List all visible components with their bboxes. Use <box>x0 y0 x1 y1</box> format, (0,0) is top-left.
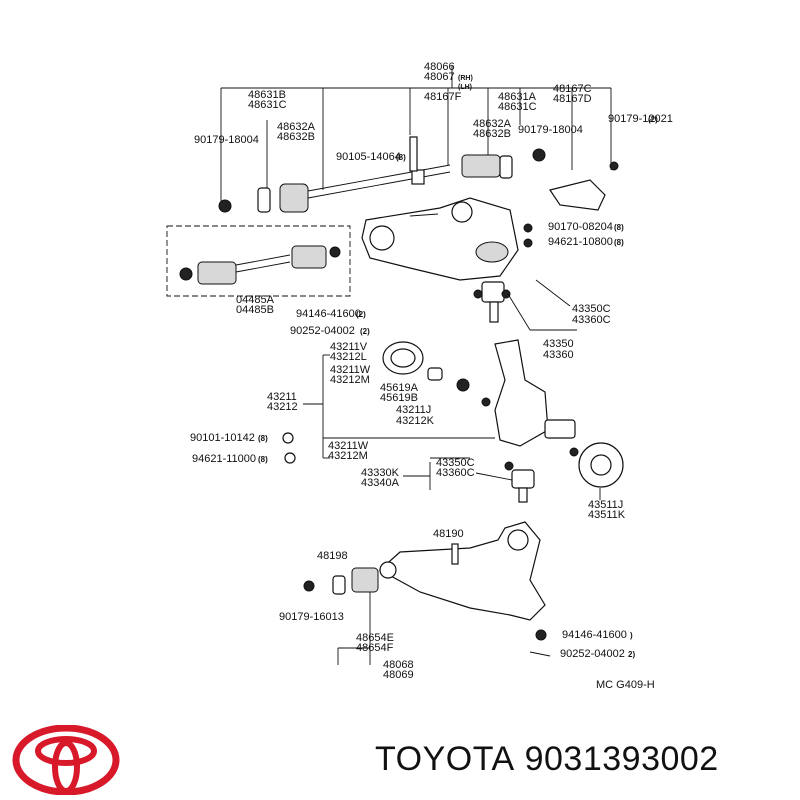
label-48069: 48069 <box>383 669 414 681</box>
label-qty-8: (8) <box>396 153 406 162</box>
inset-box <box>166 225 351 297</box>
label-48632B-right: 48632B <box>473 128 511 140</box>
label-90179-16013: 90179-16013 <box>279 611 344 623</box>
label-43211: 43211 <box>267 391 297 403</box>
label-90179-18004-right: 90179-18004 <box>518 124 583 136</box>
label-48066: 48066 <box>424 61 455 73</box>
label-43212L: 43212L <box>330 351 367 363</box>
label-48654E: 48654E <box>356 632 394 644</box>
upper-ball-joint <box>473 279 577 331</box>
label-qty-8d: (8) <box>258 434 268 443</box>
label-43212K: 43212K <box>396 415 435 427</box>
label-43211W: 43211W <box>330 364 371 376</box>
label-43350C: 43350C <box>572 303 611 315</box>
label-48067: 48067 <box>424 71 455 83</box>
steering-knuckle <box>382 339 624 488</box>
label-90170-08204: 90170-08204 <box>548 221 613 233</box>
label-45619A: 45619A <box>380 382 419 394</box>
label-43360: 43360 <box>543 349 574 361</box>
label-43211V: 43211V <box>330 341 368 353</box>
label-94621-11000: 94621-11000 <box>192 453 256 465</box>
label-43360C: 43360C <box>572 314 611 326</box>
toyota-logo <box>12 725 120 795</box>
label-48068: 48068 <box>383 659 414 671</box>
label-48632A: 48632A <box>277 121 316 133</box>
label-90252-04002: 90252-04002 <box>290 325 355 337</box>
label-qty-8b: (8) <box>614 223 624 232</box>
label-43212: 43212 <box>267 401 298 413</box>
label-48631C-right: 48631C <box>498 101 537 113</box>
label-48198: 48198 <box>317 550 348 562</box>
label-04485B: 04485B <box>236 304 274 316</box>
label-qty-2c: (2) <box>360 327 370 336</box>
label-43211J: 43211J <box>396 404 431 416</box>
label-94146-41600-b: 94146-41600 <box>562 629 627 641</box>
label-90101-10142: 90101-10142 <box>190 432 255 444</box>
label-90252-04002-b: 90252-04002 <box>560 648 625 660</box>
diagram-code: MC G409-H <box>596 679 655 691</box>
label-43350: 43350 <box>543 338 574 350</box>
label-48167F: 48167F <box>424 91 462 103</box>
label-04485A: 04485A <box>236 294 275 306</box>
label-lh: (LH) <box>458 84 472 91</box>
label-48167D: 48167D <box>553 93 592 105</box>
label-90179-12021: 90179-12021 <box>608 113 673 125</box>
label-94621-10800: 94621-10800 <box>548 236 613 248</box>
label-qty-8c: (8) <box>614 238 624 247</box>
label-43212M-b: 43212M <box>328 450 368 462</box>
label-48632B: 48632B <box>277 131 315 143</box>
label-qty-2d: 2) <box>628 650 635 659</box>
label-43511K: 43511K <box>588 509 626 521</box>
label-94146-41600: 94146-41600 <box>296 308 361 320</box>
label-43330K: 43330K <box>361 467 400 479</box>
label-qty-2b: (2) <box>356 310 366 319</box>
label-48167C: 48167C <box>553 83 592 95</box>
label-90105-14064: 90105-14064 <box>336 151 401 163</box>
label-43350C-b: 43350C <box>436 457 475 469</box>
lower-control-arm <box>303 521 551 657</box>
upper-arm-shaft <box>218 136 546 213</box>
label-43211W-b: 43211W <box>328 440 369 452</box>
label-48190: 48190 <box>433 528 464 540</box>
label-43340A: 43340A <box>361 477 400 489</box>
label-45619B: 45619B <box>380 392 418 404</box>
label-43511J: 43511J <box>588 499 623 511</box>
label-qty-8e: (8) <box>258 455 268 464</box>
label-48631A: 48631A <box>498 91 537 103</box>
label-qty-1: ) <box>630 631 633 640</box>
label-rh: (RH) <box>458 75 473 82</box>
label-48631B: 48631B <box>248 89 286 101</box>
lower-ball-joint <box>282 432 535 503</box>
part-number: 9031393002 <box>524 740 719 778</box>
label-43360C-b: 43360C <box>436 467 475 479</box>
label-48632A-right: 48632A <box>473 118 512 130</box>
label-90179-18004: 90179-18004 <box>194 134 259 146</box>
label-48654F: 48654F <box>356 642 394 654</box>
label-48631C: 48631C <box>248 99 287 111</box>
label-qty-2: (2) <box>648 115 658 124</box>
brand-name: TOYOTA <box>375 740 515 778</box>
upper-control-arm <box>361 161 619 281</box>
brand-title: TOYOTA 9031393002 <box>375 740 719 779</box>
label-43212M: 43212M <box>330 374 370 386</box>
